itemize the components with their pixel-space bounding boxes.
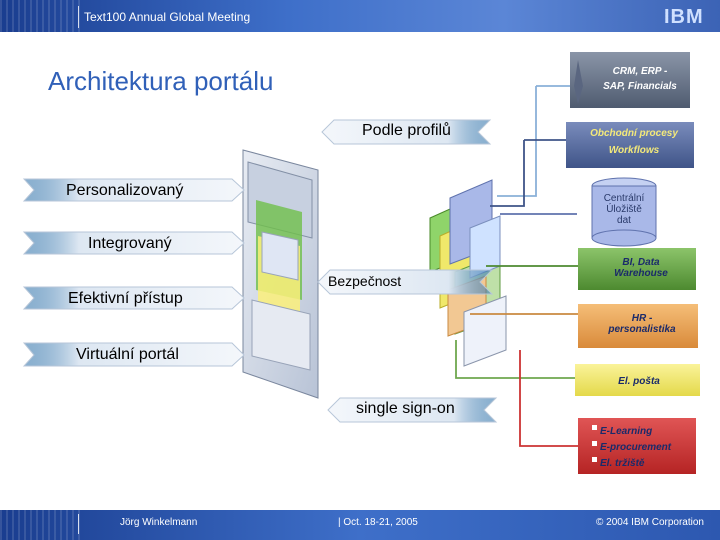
label-personalized: Personalizovaný	[66, 182, 184, 199]
business-label: Obchodní procesy Workflows	[574, 128, 694, 156]
bi-warehouse-box	[578, 248, 696, 290]
hr-line-2: personalistika	[608, 324, 676, 335]
email-box	[575, 364, 700, 396]
elearning-label: E-Learning E-procurement El. tržiště	[600, 424, 696, 472]
crm-erp-box	[570, 52, 690, 108]
label-efficient-access: Efektivní přístup	[68, 290, 183, 307]
presenter-name: Jörg Winkelmann	[120, 517, 198, 528]
bi-line-1: BI, Data	[622, 257, 660, 268]
central-line-1: Centrální	[603, 193, 645, 204]
crm-line-2: SAP, Financials	[603, 81, 677, 92]
label-sso: single sign-on	[356, 400, 455, 417]
left-arrow-1	[22, 178, 245, 202]
central-line-3: dat	[617, 215, 631, 226]
business-line-1: Obchodní procesy	[590, 128, 678, 139]
label-integrated: Integrovaný	[88, 235, 172, 252]
hr-label: HR - personalistika	[586, 313, 698, 335]
business-line-2: Workflows	[608, 145, 660, 156]
email-label: El. pošta	[618, 376, 660, 387]
elearning-line-3: El. tržiště	[600, 458, 645, 469]
crm-label: CRM, ERP - SAP, Financials	[590, 66, 690, 92]
left-arrow-2	[22, 231, 245, 255]
profiles-arrow	[321, 119, 492, 145]
central-line-2: Úložiště	[606, 204, 642, 215]
elearning-box	[578, 418, 696, 474]
bi-label: BI, Data Warehouse	[586, 257, 696, 279]
sso-arrow	[327, 397, 498, 423]
elearning-line-1: E-Learning	[600, 426, 653, 437]
ibm-logo: IBM	[664, 6, 704, 28]
copyright: © 2004 IBM Corporation	[596, 517, 704, 528]
security-arrow	[317, 269, 494, 295]
label-profiles: Podle profilů	[362, 122, 451, 139]
central-label: Centrální Úložiště dat	[592, 193, 656, 226]
label-virtual-portal: Virtuální portál	[76, 346, 179, 363]
elearning-line-2: E-procurement	[600, 442, 672, 453]
label-security: Bezpečnost	[328, 273, 402, 289]
footer-bar	[0, 510, 720, 540]
left-arrow-3	[22, 286, 245, 310]
business-process-box	[566, 122, 694, 168]
slide-title: Architektura portálu	[48, 66, 274, 96]
header-stripes	[0, 0, 80, 32]
central-storage-box	[591, 177, 657, 247]
left-arrow-4	[22, 342, 245, 367]
header-separator	[78, 6, 79, 28]
footer-separator	[78, 514, 79, 534]
hr-line-1: HR -	[631, 313, 653, 324]
footer-stripes	[0, 510, 80, 540]
header-bar	[0, 0, 720, 32]
portal-screen	[242, 149, 319, 399]
bi-line-2: Warehouse	[614, 268, 668, 279]
hr-box	[578, 304, 698, 348]
event-date: | Oct. 18-21, 2005	[338, 517, 418, 528]
crm-line-1: CRM, ERP -	[612, 66, 668, 77]
meeting-title: Text100 Annual Global Meeting	[84, 10, 251, 24]
